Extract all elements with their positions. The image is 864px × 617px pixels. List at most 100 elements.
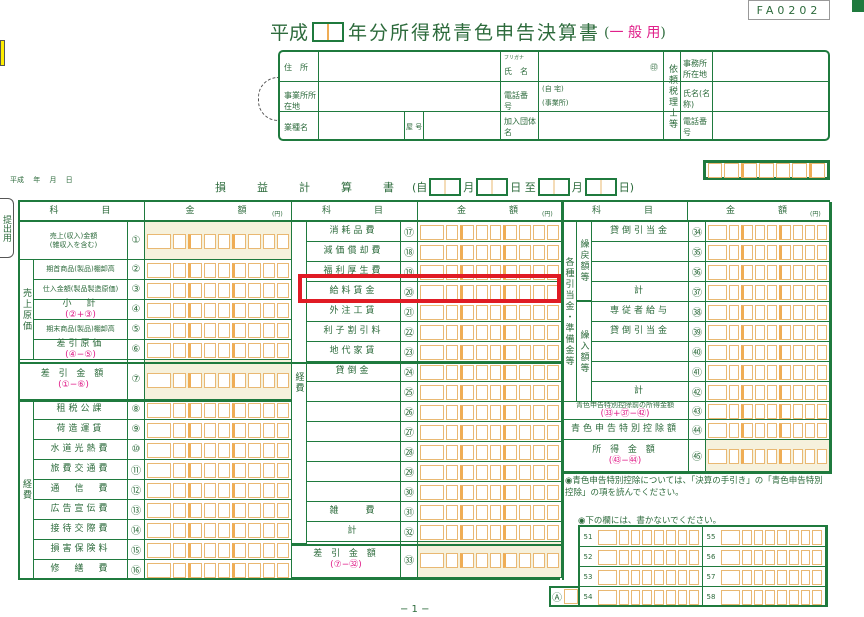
amount-digit-cell[interactable] — [793, 448, 804, 464]
amount-digit-cell[interactable] — [147, 502, 172, 518]
amount-digit-cell[interactable] — [519, 324, 532, 340]
amount-digit-cell[interactable] — [741, 403, 754, 419]
amount-digit-cell[interactable] — [248, 542, 261, 558]
amount-digit-cell[interactable] — [805, 324, 816, 340]
amount-digit-cell[interactable] — [817, 224, 827, 240]
amount-digit-cell[interactable] — [489, 552, 502, 568]
amount-digit-cell[interactable] — [203, 442, 217, 458]
amount-digit-cell[interactable] — [187, 482, 202, 498]
office-digit-cell[interactable] — [800, 589, 811, 605]
amount-digit-cell[interactable] — [547, 424, 560, 440]
amount-digit-cell[interactable] — [232, 482, 247, 498]
amount-digit-cell[interactable] — [276, 262, 290, 278]
amount-digit-cell[interactable] — [519, 404, 532, 420]
amount-digit-cell[interactable] — [420, 224, 444, 240]
amount-digit-cell[interactable] — [489, 504, 502, 520]
amount-digit-cell[interactable] — [755, 448, 766, 464]
amount-digit-cell[interactable] — [276, 233, 290, 249]
amount-digit-cell[interactable] — [729, 364, 740, 380]
amount-digit-cell[interactable] — [503, 384, 518, 400]
row-32-amount-input[interactable] — [418, 522, 561, 542]
amount-digit-cell[interactable] — [203, 262, 217, 278]
amount-digit-cell[interactable] — [232, 372, 247, 388]
amount-digit-cell[interactable] — [248, 422, 261, 438]
amount-digit-cell[interactable] — [755, 344, 766, 360]
office-grid-input[interactable] — [596, 589, 701, 605]
amount-digit-cell[interactable] — [276, 482, 290, 498]
office-digit-cell[interactable] — [598, 529, 617, 545]
marker-a-cell[interactable] — [564, 589, 578, 604]
amount-digit-cell[interactable] — [547, 324, 560, 340]
office-digit-cell[interactable] — [721, 589, 740, 605]
amount-digit-cell[interactable] — [729, 448, 740, 464]
amount-digit-cell[interactable] — [420, 344, 444, 360]
amount-digit-cell[interactable] — [420, 424, 444, 440]
amount-digit-cell[interactable] — [445, 224, 458, 240]
amount-digit-cell[interactable] — [817, 364, 827, 380]
amount-digit-cell[interactable] — [262, 372, 275, 388]
amount-digit-cell[interactable] — [489, 244, 502, 260]
amount-digit-cell[interactable] — [741, 324, 754, 340]
amount-digit-cell[interactable] — [708, 344, 728, 360]
amount-digit-cell[interactable] — [173, 442, 186, 458]
amount-digit-cell[interactable] — [173, 402, 186, 418]
amount-digit-cell[interactable] — [147, 522, 172, 538]
amount-digit-cell[interactable] — [489, 484, 502, 500]
amount-digit-cell[interactable] — [817, 344, 827, 360]
amount-digit-cell[interactable] — [147, 233, 172, 249]
amount-digit-cell[interactable] — [805, 344, 816, 360]
amount-digit-cell[interactable] — [276, 422, 290, 438]
amount-digit-cell[interactable] — [262, 462, 275, 478]
amount-digit-cell[interactable] — [503, 524, 518, 540]
amount-digit-cell[interactable] — [741, 304, 754, 320]
amount-digit-cell[interactable] — [519, 344, 532, 360]
amount-digit-cell[interactable] — [445, 524, 458, 540]
amount-digit-cell[interactable] — [805, 244, 816, 260]
amount-digit-cell[interactable] — [276, 562, 290, 578]
office-digit-cell[interactable] — [788, 529, 799, 545]
amount-digit-cell[interactable] — [767, 284, 778, 300]
amount-digit-cell[interactable] — [805, 304, 816, 320]
amount-digit-cell[interactable] — [203, 462, 217, 478]
amount-digit-cell[interactable] — [533, 244, 546, 260]
amount-digit-cell[interactable] — [741, 224, 754, 240]
amount-digit-cell[interactable] — [741, 344, 754, 360]
office-digit-cell[interactable] — [753, 589, 764, 605]
to-day-input[interactable] — [584, 178, 617, 196]
amount-digit-cell[interactable] — [503, 424, 518, 440]
amount-digit-cell[interactable] — [276, 372, 290, 388]
from-month-input[interactable] — [429, 178, 462, 196]
amount-digit-cell[interactable] — [817, 284, 827, 300]
office-digit-cell[interactable] — [618, 569, 629, 585]
amount-digit-cell[interactable] — [459, 404, 474, 420]
amount-digit-cell[interactable] — [218, 233, 231, 249]
amount-digit-cell[interactable] — [489, 424, 502, 440]
reference-digit-cell[interactable] — [775, 162, 791, 178]
amount-digit-cell[interactable] — [755, 364, 766, 380]
office-digit-cell[interactable] — [753, 549, 764, 565]
office-digit-cell[interactable] — [777, 529, 787, 545]
office-digit-cell[interactable] — [800, 549, 811, 565]
amount-digit-cell[interactable] — [779, 422, 792, 438]
amount-digit-cell[interactable] — [547, 552, 560, 568]
amount-digit-cell[interactable] — [173, 522, 186, 538]
row-35-amount-input[interactable] — [706, 242, 829, 262]
amount-digit-cell[interactable] — [173, 422, 186, 438]
amount-digit-cell[interactable] — [248, 233, 261, 249]
row-11-amount-input[interactable] — [145, 460, 291, 480]
amount-digit-cell[interactable] — [547, 464, 560, 480]
amount-digit-cell[interactable] — [729, 224, 740, 240]
amount-digit-cell[interactable] — [475, 224, 488, 240]
amount-digit-cell[interactable] — [533, 384, 546, 400]
amount-digit-cell[interactable] — [767, 304, 778, 320]
office-grid-input[interactable] — [596, 569, 701, 585]
row-13-amount-input[interactable] — [145, 500, 291, 520]
amount-digit-cell[interactable] — [547, 344, 560, 360]
row-31-amount-input[interactable] — [418, 502, 561, 522]
amount-digit-cell[interactable] — [187, 462, 202, 478]
amount-digit-cell[interactable] — [489, 324, 502, 340]
amount-digit-cell[interactable] — [276, 522, 290, 538]
office-grid-input[interactable] — [719, 589, 824, 605]
amount-digit-cell[interactable] — [475, 552, 488, 568]
amount-digit-cell[interactable] — [475, 504, 488, 520]
